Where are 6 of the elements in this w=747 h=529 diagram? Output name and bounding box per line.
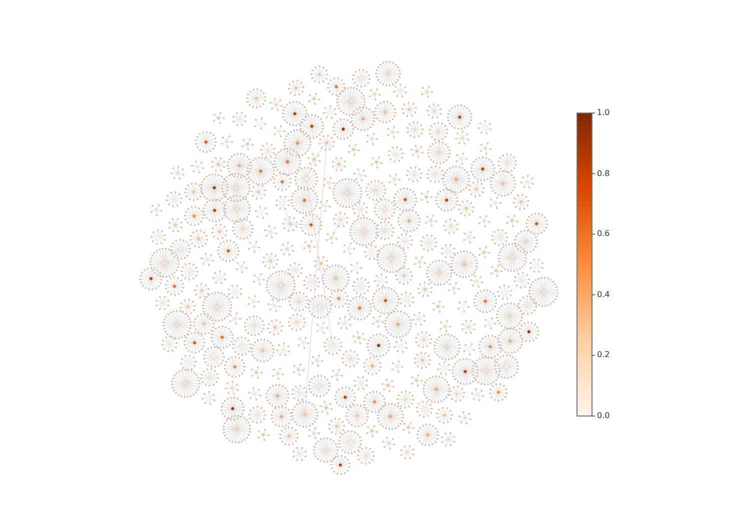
tick-label: 0.0 (597, 411, 610, 421)
tick-label: 0.4 (597, 290, 610, 300)
tick-label: 0.8 (597, 168, 610, 179)
tick-label: 0.6 (597, 229, 610, 240)
tick-label: 0.2 (597, 350, 610, 360)
tick-label: 1.0 (597, 108, 610, 118)
